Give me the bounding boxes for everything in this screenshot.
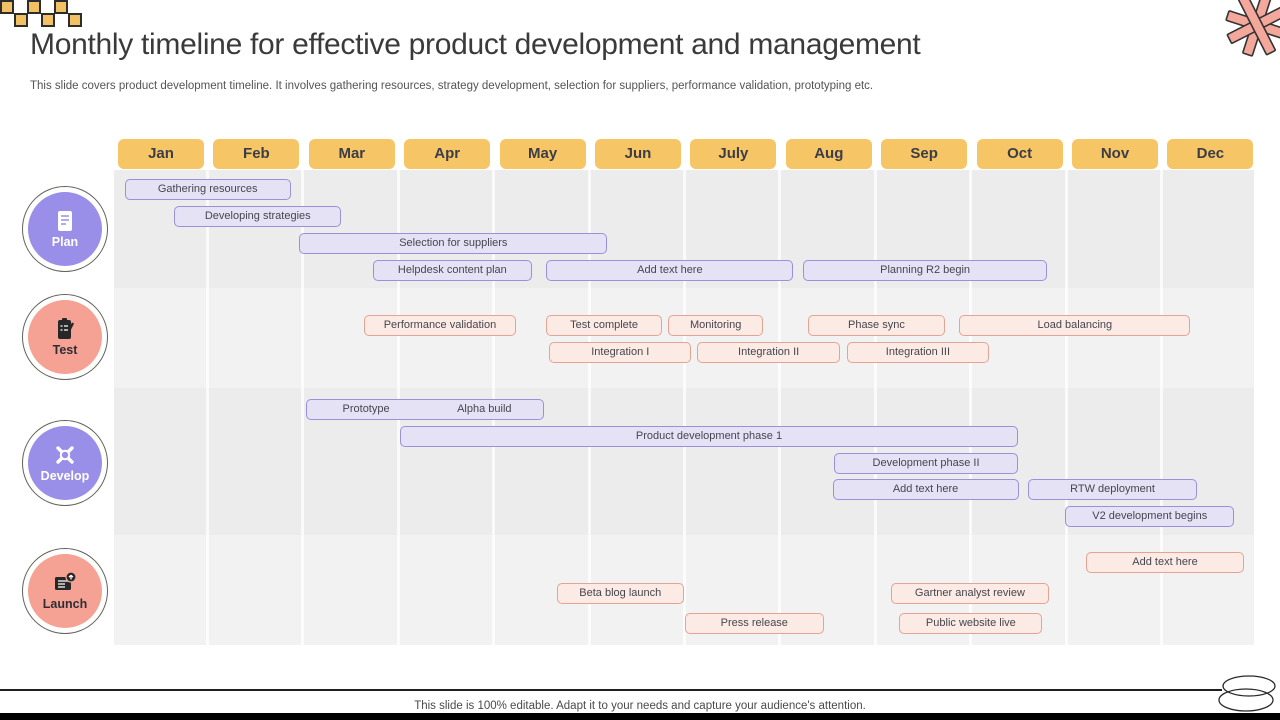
phase-label: Plan — [51, 235, 79, 249]
gantt-bar: Helpdesk content plan — [372, 260, 533, 281]
month-header: Sep — [881, 139, 968, 169]
page-subtitle: This slide covers product development ti… — [30, 80, 874, 92]
gantt-bar: Test complete — [546, 315, 662, 336]
month-header: Nov — [1072, 139, 1158, 169]
phase-label: Test — [52, 343, 78, 357]
month-gridline — [1160, 170, 1163, 645]
month-header: Dec — [1167, 139, 1254, 169]
checker-square — [68, 13, 82, 27]
gantt-bar: Integration II — [697, 342, 841, 363]
month-gridline — [206, 170, 209, 645]
gantt-bar: Public website live — [899, 613, 1043, 634]
gear-icon — [56, 446, 74, 464]
gantt-bar: Add text here — [546, 260, 794, 281]
gantt-bar: Beta blog launch — [556, 583, 684, 604]
month-gridline — [969, 170, 973, 645]
phase-circle-test: Test — [22, 294, 108, 380]
phase-circle-launch: Launch — [22, 548, 108, 634]
month-gridline — [587, 170, 591, 645]
month-gridline — [683, 170, 686, 645]
gantt-bar: Press release — [684, 613, 824, 634]
month-gridline — [778, 170, 782, 645]
checker-square — [14, 13, 28, 27]
gantt-bar: Add text here — [1086, 552, 1244, 573]
month-header: Feb — [213, 139, 300, 169]
phase-circle-plan: Plan — [22, 186, 108, 272]
footer-divider-line — [0, 689, 1222, 691]
footer-note: This slide is 100% editable. Adapt it to… — [414, 700, 866, 712]
checker-square — [54, 0, 68, 14]
gantt-bar: Selection for suppliers — [299, 233, 608, 254]
gantt-bar: Planning R2 begin — [802, 260, 1048, 281]
gantt-bar: Integration I — [549, 342, 692, 363]
month-header: July — [690, 139, 777, 169]
month-header: May — [499, 139, 586, 169]
gantt-bar: Development phase II — [834, 453, 1018, 474]
phase-circle-develop: Develop — [22, 420, 108, 506]
phase-label: Launch — [42, 597, 88, 611]
gantt-bar: Add text here — [832, 479, 1019, 500]
month-header: Apr — [404, 139, 491, 169]
checker-decoration — [0, 0, 90, 28]
gantt-bar: Gathering resources — [124, 179, 291, 200]
gantt-bar: V2 development begins — [1065, 506, 1235, 527]
launch-window-icon — [55, 571, 77, 590]
month-header: Aug — [785, 139, 872, 169]
gantt-bar: Integration III — [846, 342, 989, 363]
gantt-bar: Load balancing — [959, 315, 1191, 336]
month-gridline — [1064, 170, 1068, 645]
month-gridline — [301, 170, 305, 645]
gantt-bar: RTW deployment — [1028, 479, 1197, 500]
checker-square — [27, 0, 41, 14]
month-header: Oct — [976, 139, 1063, 169]
month-header-row: Jan Feb Mar Apr May Jun July Aug Sep Oct Nov Dec — [114, 139, 1256, 169]
gantt-bar: Product development phase 1 — [400, 426, 1018, 447]
page-title: Monthly timeline for effective product d… — [30, 28, 921, 61]
gantt-bar: Developing strategies — [174, 206, 342, 227]
gantt-bar: Phase sync — [807, 315, 946, 336]
month-header: Jan — [118, 139, 204, 169]
gantt-bar: Gartner analyst review — [890, 583, 1050, 604]
gantt-bar: Monitoring — [668, 315, 763, 336]
month-header: Mar — [308, 139, 395, 169]
phase-label: Develop — [40, 469, 90, 483]
document-icon — [58, 211, 72, 231]
month-gridline — [873, 170, 877, 645]
clipboard-icon — [58, 318, 75, 339]
checker-square — [41, 13, 55, 27]
month-header: Jun — [595, 139, 681, 169]
gantt-bar: Performance validation — [364, 315, 516, 336]
bottom-black-bar — [0, 713, 1280, 720]
gantt-bar-label: Alpha build — [457, 403, 512, 415]
gantt-bar: Prototype Alpha build — [305, 399, 545, 420]
double-ellipse-doodle — [1218, 675, 1276, 712]
asterisk-burst-icon — [1225, 0, 1280, 57]
gantt-bar-label: Prototype — [342, 403, 390, 415]
checker-square — [0, 0, 14, 14]
